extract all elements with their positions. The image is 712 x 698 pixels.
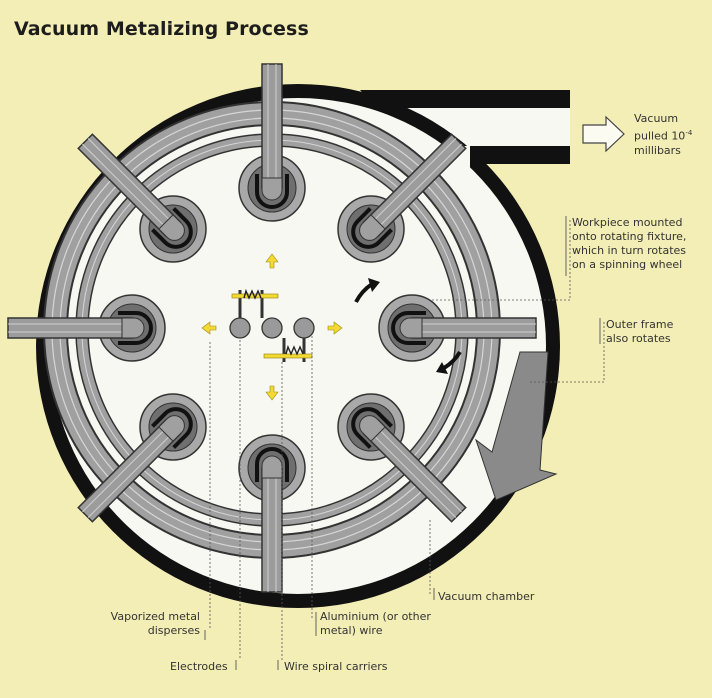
- label-outer-frame: Outer frame also rotates: [606, 318, 674, 345]
- label-vaporized-metal: Vaporized metal disperses: [110, 610, 200, 637]
- fixture-rotation-arrows: [354, 278, 462, 374]
- label-vacuum: Vacuum pulled 10-4 millibars: [634, 112, 693, 157]
- label-wire-spiral-carriers: Wire spiral carriers: [284, 660, 388, 673]
- label-aluminium-wire: Aluminium (or other metal) wire: [320, 610, 431, 637]
- diagram-title: Vacuum Metalizing Process: [14, 18, 309, 40]
- dispersion-arrows: [201, 253, 343, 401]
- label-electrodes: Electrodes: [170, 660, 228, 673]
- leader-ticks: [204, 216, 601, 670]
- evaporation-assembly: [229, 288, 315, 362]
- outer-frame-rotation-arrow: [475, 351, 558, 501]
- label-vacuum-chamber: Vacuum chamber: [438, 590, 535, 603]
- vacuum-outflow-arrow: [582, 115, 625, 153]
- label-workpiece: Workpiece mounted onto rotating fixture,…: [572, 216, 687, 271]
- leader-lines: [209, 220, 605, 660]
